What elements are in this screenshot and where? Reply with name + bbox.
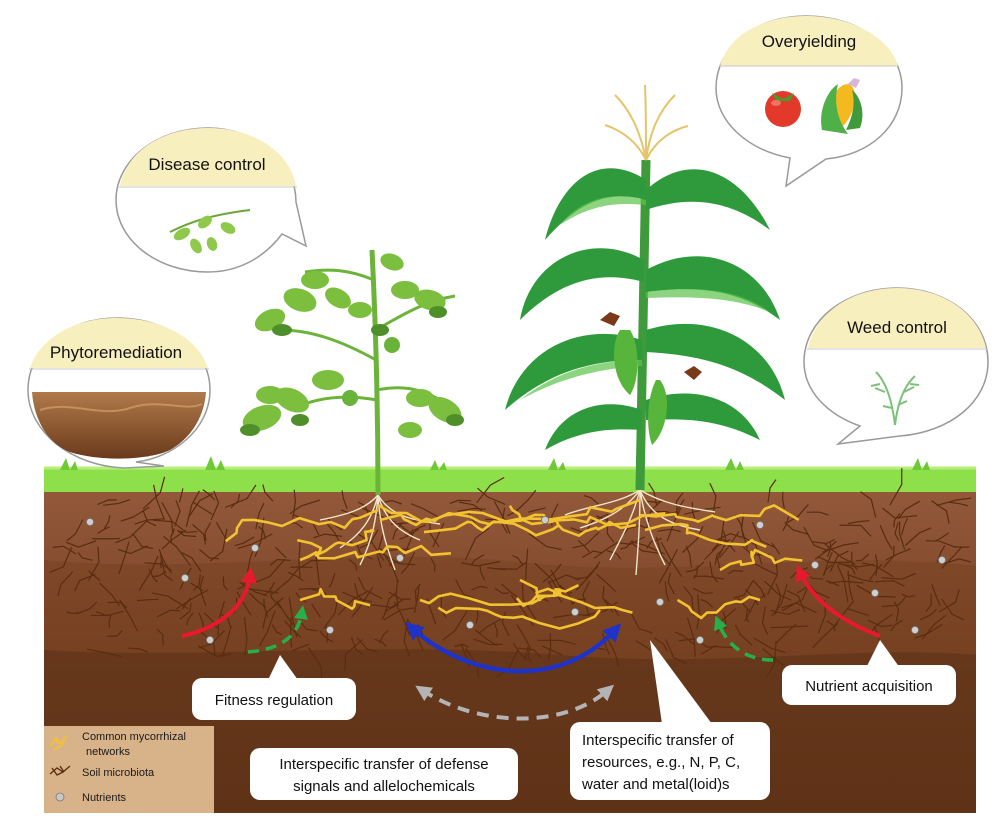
nutrient-particle <box>571 608 578 615</box>
green-tomato <box>342 390 358 406</box>
nutrient-particle <box>938 556 945 563</box>
legend: Common mycorrhizal networks Soil microbi… <box>44 726 214 813</box>
contaminated-soil-icon <box>32 392 206 459</box>
nutrient-particle <box>181 574 188 581</box>
callout-text-defense-line2: signals and allelochemicals <box>293 778 475 795</box>
maize-plant <box>505 85 785 490</box>
nutrient-particle <box>871 589 878 596</box>
bubble-title-weed-control: Weed control <box>847 318 947 337</box>
tomato-fruit-icon <box>765 91 801 127</box>
callout-text-resources-line2: resources, e.g., N, P, C, <box>582 754 740 771</box>
nutrient-particle <box>696 636 703 643</box>
legend-nutrient-icon <box>56 793 64 801</box>
maize-tassel <box>605 85 688 160</box>
microbiota-strand <box>91 615 111 616</box>
callout-text-resources-line1: Interspecific transfer of <box>582 732 735 749</box>
legend-text-nutrients: Nutrients <box>82 792 127 804</box>
nutrient-particle <box>541 516 548 523</box>
nutrient-particle <box>756 521 763 528</box>
nutrient-particle <box>86 518 93 525</box>
callout-text-fitness-regulation: Fitness regulation <box>215 692 333 709</box>
bubble-phytoremediation: Phytoremediation <box>28 318 210 468</box>
nutrient-particle <box>206 636 213 643</box>
callout-text-defense-line1: Interspecific transfer of defense <box>279 756 488 773</box>
nutrient-particle <box>466 621 473 628</box>
nutrient-particle <box>251 544 258 551</box>
bubble-overyielding: Overyielding <box>716 16 902 186</box>
legend-text-mycorrhizal-line1: Common mycorrhizal <box>82 731 186 743</box>
nutrient-particle <box>911 626 918 633</box>
bubble-title-phytoremediation: Phytoremediation <box>50 343 182 362</box>
callout-text-nutrient-acquisition: Nutrient acquisition <box>805 678 933 695</box>
legend-text-soil-microbiota: Soil microbiota <box>82 767 155 779</box>
green-tomato <box>384 337 400 353</box>
nutrient-particle <box>656 598 663 605</box>
callout-defense-signals: Interspecific transfer of defense signal… <box>250 748 518 800</box>
nutrient-particle <box>811 561 818 568</box>
nutrient-particle <box>326 626 333 633</box>
legend-text-mycorrhizal-line2: networks <box>86 746 131 758</box>
tomato-plant <box>239 250 466 495</box>
bubble-weed-control: Weed control <box>804 288 988 444</box>
maize-ear <box>648 380 667 445</box>
bubble-disease-control: Disease control <box>116 128 306 272</box>
bubble-title-overyielding: Overyielding <box>762 32 857 51</box>
maize-ear <box>614 330 637 395</box>
callout-text-resources-line3: water and metal(loid)s <box>581 776 730 793</box>
bubble-title-disease-control: Disease control <box>148 155 265 174</box>
nutrient-particle <box>396 554 403 561</box>
grass-strip <box>44 468 976 492</box>
microbiota-strand <box>878 597 896 598</box>
